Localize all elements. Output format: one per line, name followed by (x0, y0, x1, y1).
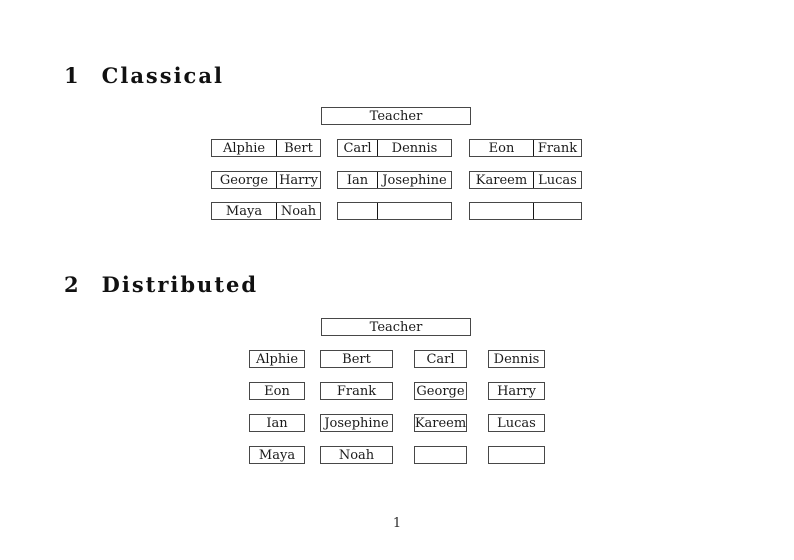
desk-label: Ian (266, 415, 288, 431)
section-title: Classical (101, 63, 224, 88)
section-number: 2 (64, 272, 81, 297)
desk-cell: Harry (279, 172, 318, 188)
desk-box: Frank (320, 382, 393, 400)
teacher-label: Teacher (369, 108, 423, 124)
desk-box: Noah (320, 446, 393, 464)
desk-cell: Kareem (470, 172, 534, 188)
desk-pair-box: Alphie Bert (211, 139, 321, 157)
desk-label: Lucas (497, 415, 536, 431)
desk-label: Frank (336, 383, 377, 399)
desk-pair-box: George Harry (211, 171, 321, 189)
section-heading-classical: 1 Classical (64, 65, 224, 86)
teacher-label: Teacher (369, 319, 423, 335)
desk-box: Josephine (320, 414, 393, 432)
desk-label: Dennis (493, 351, 540, 367)
desk-label: George (416, 383, 465, 399)
section-title: Distributed (101, 272, 259, 297)
desk-pair-box: Carl Dennis (337, 139, 452, 157)
desk-pair-box: Kareem Lucas (469, 171, 582, 189)
desk-label: Kareem (414, 415, 467, 431)
desk-cell: George (212, 172, 277, 188)
desk-pair-box-empty (469, 202, 582, 220)
desk-box: Harry (488, 382, 545, 400)
desk-cell: Dennis (391, 140, 438, 156)
desk-box: Maya (249, 446, 305, 464)
desk-box: George (414, 382, 467, 400)
desk-box: Ian (249, 414, 305, 432)
desk-pair-box: Maya Noah (211, 202, 321, 220)
desk-cell: Maya (212, 203, 277, 219)
desk-cell: Lucas (538, 172, 577, 188)
desk-box: Kareem (414, 414, 467, 432)
desk-cell (378, 203, 451, 219)
desk-label: Harry (497, 383, 536, 399)
desk-cell: Eon (470, 140, 534, 156)
desk-cell: Alphie (212, 140, 277, 156)
teacher-box: Teacher (321, 107, 471, 125)
desk-box: Dennis (488, 350, 545, 368)
desk-label: Josephine (324, 415, 389, 431)
section-number: 1 (64, 63, 81, 88)
desk-box: Carl (414, 350, 467, 368)
section-heading-distributed: 2 Distributed (64, 274, 258, 295)
desk-cell: Frank (537, 140, 578, 156)
desk-cell (534, 203, 581, 219)
desk-cell: Bert (284, 140, 313, 156)
desk-label: Bert (342, 351, 371, 367)
desk-box-empty (488, 446, 545, 464)
desk-label: Carl (426, 351, 455, 367)
desk-label: Eon (264, 383, 290, 399)
desk-pair-box: Eon Frank (469, 139, 582, 157)
desk-cell: Carl (338, 140, 378, 156)
desk-cell: Noah (280, 203, 317, 219)
teacher-box: Teacher (321, 318, 471, 336)
desk-label: Maya (258, 447, 296, 463)
desk-pair-box-empty (337, 202, 452, 220)
page-number: 1 (392, 516, 402, 531)
desk-cell (470, 203, 534, 219)
desk-cell: Josephine (382, 172, 447, 188)
desk-label: Alphie (255, 351, 299, 367)
desk-cell (338, 203, 378, 219)
desk-box-empty (414, 446, 467, 464)
desk-box: Alphie (249, 350, 305, 368)
desk-box: Eon (249, 382, 305, 400)
desk-label: Noah (338, 447, 375, 463)
desk-pair-box: Ian Josephine (337, 171, 452, 189)
desk-cell: Ian (338, 172, 378, 188)
desk-box: Bert (320, 350, 393, 368)
desk-box: Lucas (488, 414, 545, 432)
